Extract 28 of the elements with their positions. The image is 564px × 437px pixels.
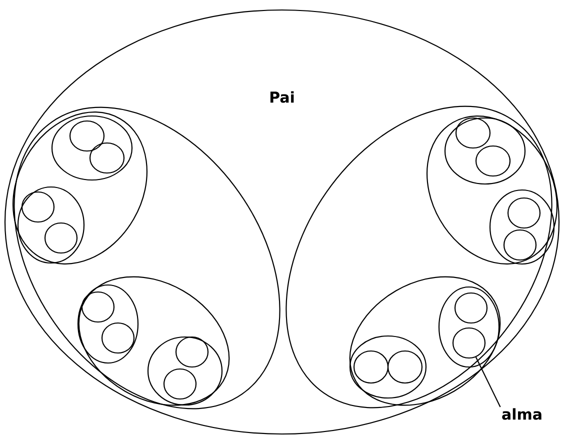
node-label: Pai xyxy=(270,91,294,103)
leader-line xyxy=(475,356,501,408)
ellipse xyxy=(51,115,133,181)
ellipse xyxy=(349,335,427,399)
ellipse xyxy=(452,327,486,359)
ellipse xyxy=(507,197,541,229)
ellipse xyxy=(147,336,223,406)
ellipse xyxy=(489,189,555,265)
text-label: alma xyxy=(502,408,542,420)
ellipse xyxy=(444,117,526,185)
ellipse xyxy=(387,350,423,384)
ellipse xyxy=(101,322,135,354)
ellipse xyxy=(17,186,85,264)
ellipse xyxy=(353,350,389,384)
ellipse xyxy=(21,191,55,223)
ellipse xyxy=(454,292,488,324)
ellipse xyxy=(503,229,537,261)
ellipse xyxy=(81,291,115,323)
ellipse xyxy=(44,222,78,254)
ellipse xyxy=(475,145,511,177)
ellipse xyxy=(89,142,125,174)
ellipse xyxy=(175,336,209,368)
ellipse xyxy=(455,117,491,149)
ellipse xyxy=(77,284,139,364)
ellipse xyxy=(163,368,197,400)
ellipse xyxy=(4,9,560,435)
ellipse xyxy=(438,286,500,368)
ellipse xyxy=(69,120,105,152)
